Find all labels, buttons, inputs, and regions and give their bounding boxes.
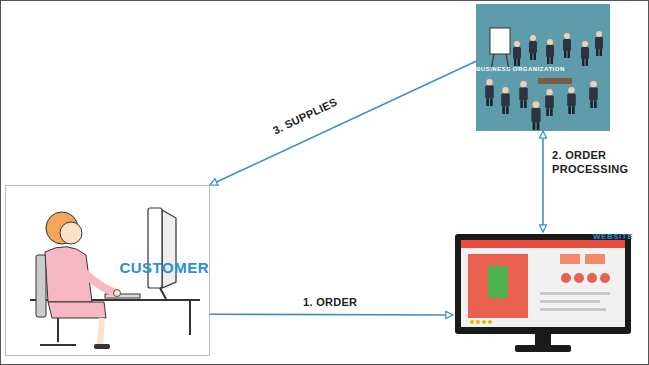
monitor-stand — [160, 288, 166, 299]
person — [513, 41, 521, 66]
person — [529, 35, 537, 60]
person — [519, 81, 528, 108]
site-button — [560, 254, 580, 264]
node-label: WEBSITE — [593, 232, 633, 242]
chair-base — [40, 344, 76, 346]
monitor-neck — [535, 334, 551, 346]
rating-star — [482, 320, 486, 324]
website-box: WEBSITE — [453, 232, 633, 360]
site-banner — [468, 254, 528, 318]
customer-illustration — [30, 208, 200, 349]
phone-image — [488, 266, 508, 298]
chair-post — [57, 318, 59, 342]
shoe — [94, 344, 110, 349]
person — [581, 41, 589, 66]
hand — [114, 290, 121, 297]
lap — [48, 302, 106, 318]
person — [589, 81, 598, 108]
leg — [100, 318, 102, 345]
site-icon — [587, 273, 597, 283]
person — [485, 79, 494, 106]
edge-label: 1. ORDER — [303, 295, 357, 309]
person — [595, 31, 603, 56]
person — [501, 87, 510, 114]
rating-star — [488, 320, 492, 324]
chair-back — [36, 255, 46, 317]
text-bar — [540, 300, 600, 303]
face — [60, 222, 82, 244]
site-header — [461, 240, 625, 248]
flow-arrow — [210, 61, 476, 185]
monitor-back — [162, 210, 176, 288]
business-box: BUSINESS ORGANIZATION — [476, 4, 610, 131]
monitor-base — [515, 345, 571, 352]
person — [531, 101, 540, 130]
desk-leg — [189, 300, 191, 335]
person — [546, 39, 554, 64]
flow-arrow — [542, 131, 544, 232]
photo-background — [476, 4, 610, 131]
flow-arrow — [210, 313, 453, 315]
customer-box: CUSTOMER — [5, 185, 210, 356]
monitor-screen — [461, 240, 625, 327]
website-illustration — [455, 234, 631, 352]
monitor-side — [148, 208, 162, 288]
site-button — [585, 254, 605, 264]
site-icon — [574, 273, 584, 283]
whiteboard — [490, 28, 510, 54]
monitor-bezel — [455, 234, 631, 334]
person — [563, 33, 571, 58]
meeting-table — [538, 78, 572, 84]
edge-label: 3. SUPPLIES — [270, 95, 339, 138]
node-label: CUSTOMER — [119, 259, 209, 277]
text-bar — [540, 292, 610, 295]
rating-star — [470, 320, 474, 324]
arm — [74, 262, 116, 293]
business-illustration — [476, 4, 610, 131]
text-bar — [540, 308, 606, 311]
rating-star — [476, 320, 480, 324]
person — [545, 89, 554, 116]
person — [567, 87, 576, 114]
site-icon — [600, 273, 610, 283]
edge-label: 2. ORDER PROCESSING — [552, 148, 644, 176]
site-icon — [561, 273, 571, 283]
node-label: BUSINESS ORGANIZATION — [476, 66, 565, 73]
